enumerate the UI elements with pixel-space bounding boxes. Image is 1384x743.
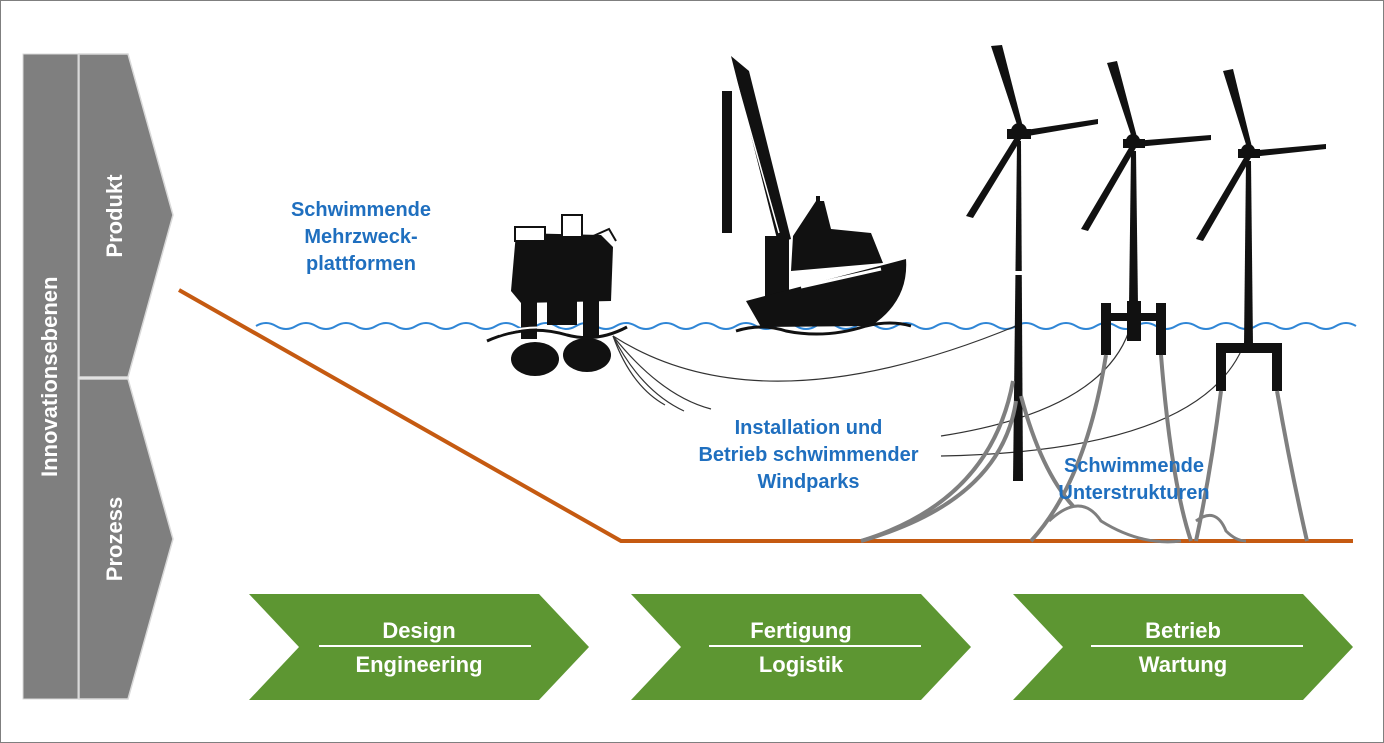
phase-chevron-1 bbox=[249, 594, 589, 700]
crane-vessel-icon bbox=[722, 56, 912, 336]
phase-1-bottom: Engineering bbox=[355, 652, 483, 677]
substructures-label-line-2: Unterstrukturen bbox=[1058, 482, 1210, 504]
product-label: Produkt bbox=[102, 174, 127, 258]
phase-2-divider bbox=[709, 645, 921, 647]
phase-3-divider bbox=[1091, 645, 1303, 647]
phase-2-top: Fertigung bbox=[750, 618, 852, 643]
phase-1-divider bbox=[319, 645, 531, 647]
mooring-spar-right bbox=[1019, 395, 1075, 508]
installation-label-line-3: Windparks bbox=[757, 471, 860, 493]
process-chevron bbox=[78, 378, 174, 700]
product-chevron bbox=[78, 53, 174, 378]
substructures-label-line-1: Schwimmende bbox=[1063, 455, 1205, 477]
wind-turbine-icon bbox=[860, 45, 1098, 543]
mooring-spar-left bbox=[860, 400, 1018, 543]
innovation-levels-label: Innovationsebenen bbox=[37, 276, 62, 477]
platforms-label: Schwimmende Mehrzweck- plattformen bbox=[261, 197, 461, 278]
phase-chevron-3 bbox=[1013, 594, 1353, 700]
platforms-label-line-3: plattformen bbox=[306, 253, 416, 275]
platforms-label-line-1: Schwimmende bbox=[290, 199, 432, 221]
substructures-label: Schwimmende Unterstrukturen bbox=[1034, 453, 1234, 507]
multipurpose-platform-icon bbox=[486, 214, 628, 376]
platforms-label-line-2: Mehrzweck- bbox=[304, 226, 418, 248]
seabed-line bbox=[178, 288, 1353, 543]
wind-turbine-3-icon bbox=[1194, 69, 1326, 543]
phase-2-bottom: Logistik bbox=[758, 652, 844, 677]
wind-turbine-2-icon bbox=[1029, 61, 1211, 544]
innovation-levels-bar bbox=[22, 53, 79, 700]
water-wave bbox=[255, 322, 1357, 330]
phase-chevron-2 bbox=[631, 594, 971, 700]
installation-label: Installation und Betrieb schwimmender Wi… bbox=[676, 415, 941, 496]
phase-3-top: Betrieb bbox=[1145, 618, 1221, 643]
installation-label-line-2: Betrieb schwimmender bbox=[698, 444, 919, 466]
installation-label-line-1: Installation und bbox=[734, 417, 883, 439]
phase-3-bottom: Wartung bbox=[1138, 652, 1228, 677]
mooring-lines bbox=[612, 325, 1248, 457]
phase-1-top: Design bbox=[382, 618, 456, 643]
process-label: Prozess bbox=[102, 496, 127, 582]
